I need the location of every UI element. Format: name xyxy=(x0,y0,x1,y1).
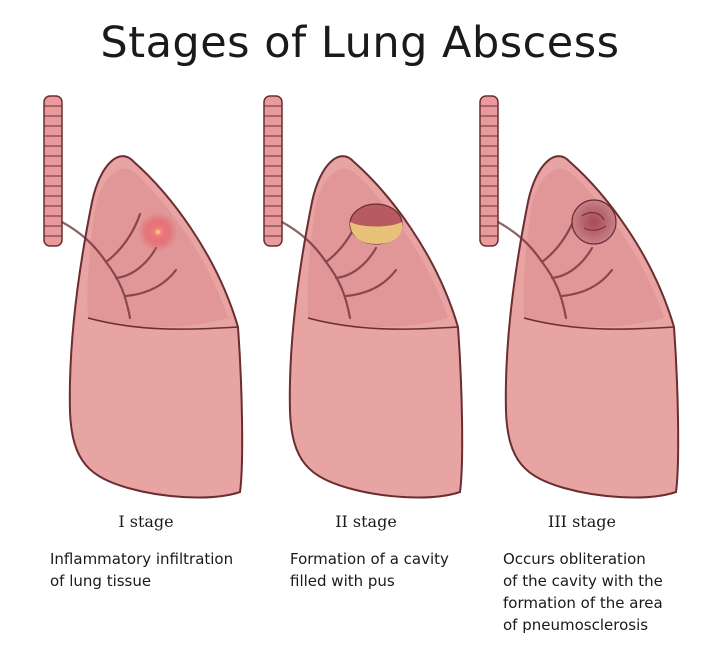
description-line: filled with pus xyxy=(290,572,395,590)
trachea xyxy=(43,95,63,247)
stage-3-description: Occurs obliteration of the cavity with t… xyxy=(503,548,663,636)
stage-2-illustration xyxy=(250,82,482,502)
trachea xyxy=(479,95,499,247)
bronchial-tree xyxy=(280,212,398,320)
stage-3-illustration xyxy=(466,82,698,502)
stage-1-description: Inflammatory infiltration of lung tissue xyxy=(50,548,233,592)
lobe-fissure xyxy=(523,317,675,330)
description-line: of pneumosclerosis xyxy=(503,616,649,634)
stage-1-illustration xyxy=(30,82,262,502)
bronchial-tree xyxy=(60,212,178,320)
upper-lobe xyxy=(523,168,664,328)
lung-illustration-stage-2 xyxy=(263,95,464,499)
stage-1-label: I stage xyxy=(118,512,174,531)
stage-2-label: II stage xyxy=(335,512,397,531)
inflammation-focus xyxy=(138,212,178,252)
lung-illustration-stage-3 xyxy=(479,95,680,499)
description-line: formation of the area xyxy=(503,594,663,612)
lung-illustration-stage-1 xyxy=(43,95,244,499)
lobe-fissure xyxy=(87,317,239,330)
description-line: Inflammatory infiltration xyxy=(50,550,234,568)
description-line: Occurs obliteration xyxy=(503,550,646,568)
pus-filled-cavity xyxy=(349,203,403,245)
upper-lobe xyxy=(307,168,448,328)
pneumosclerosis-area xyxy=(571,199,617,245)
description-line: of lung tissue xyxy=(50,572,152,590)
lobe-fissure xyxy=(307,317,459,330)
stage-2-description: Formation of a cavity filled with pus xyxy=(290,548,449,592)
page-title: Stages of Lung Abscess xyxy=(100,18,620,68)
description-line: Formation of a cavity xyxy=(290,550,449,568)
trachea xyxy=(263,95,283,247)
description-line: of the cavity with the xyxy=(503,572,663,590)
bronchial-tree xyxy=(496,212,614,320)
stage-3-label: III stage xyxy=(548,512,616,531)
